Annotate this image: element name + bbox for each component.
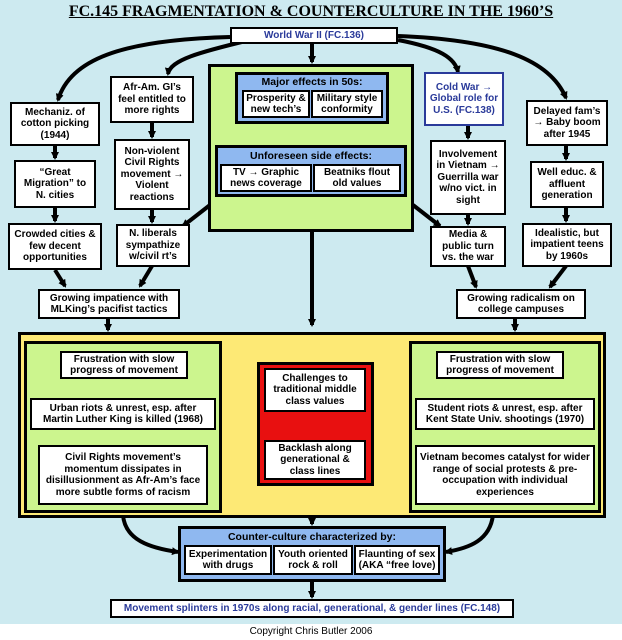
side-effects-header: Unforeseen side effects: bbox=[250, 150, 372, 162]
counter-culture-header: Counter-culture characterized by: bbox=[227, 531, 397, 543]
tv-news-box: TV → Graphic news coverage bbox=[220, 164, 312, 192]
backlash-box: Backlash along generational & class line… bbox=[264, 440, 366, 480]
non-violent-civil-rights-box: Non-violent Civil Rights movement → Viol… bbox=[114, 139, 190, 210]
major-effects-header: Major effects in 50s: bbox=[261, 76, 363, 88]
free-love-box: Flaunting of sex (AKA “free love) bbox=[354, 545, 440, 575]
civil-rights-dissipates-box: Civil Rights movement’s momentum dissipa… bbox=[38, 445, 208, 505]
world-war-ii-box: World War II (FC.136) bbox=[230, 27, 398, 44]
right-frustration-box: Frustration with slow progress of moveme… bbox=[436, 351, 564, 379]
student-riots-box: Student riots & unrest, esp. after Kent … bbox=[415, 398, 595, 430]
military-conformity-box: Military style conformity bbox=[311, 90, 383, 118]
urban-riots-box: Urban riots & unrest, esp. after Martin … bbox=[30, 398, 216, 430]
affluent-generation-box: Well educ. & affluent generation bbox=[530, 161, 604, 208]
vietnam-catalyst-box: Vietnam becomes catalyst for wider range… bbox=[415, 445, 595, 505]
left-frustration-box: Frustration with slow progress of moveme… bbox=[60, 351, 188, 379]
beatniks-box: Beatniks flout old values bbox=[313, 164, 401, 192]
cold-war-box: Cold War → Global role for U.S. (FC.138) bbox=[424, 72, 504, 126]
copyright-footer: Copyright Chris Butler 2006 bbox=[249, 626, 373, 637]
media-public-box: Media & public turn vs. the war bbox=[430, 226, 506, 267]
great-migration-box: “Great Migration” to N. cities bbox=[14, 160, 96, 208]
cotton-picking-box: Mechaniz. of cotton picking (1944) bbox=[10, 102, 100, 146]
growing-impatience-box: Growing impatience with MLKing’s pacifis… bbox=[38, 289, 180, 319]
northern-liberals-box: N. liberals sympathize w/civil rt’s bbox=[116, 224, 190, 267]
impatient-teens-box: Idealistic, but impatient teens by 1960s bbox=[522, 223, 612, 267]
rock-and-roll-box: Youth oriented rock & roll bbox=[273, 545, 353, 575]
movement-splinters-box: Movement splinters in 1970s along racial… bbox=[110, 599, 514, 618]
drugs-box: Experimentation with drugs bbox=[184, 545, 272, 575]
vietnam-involvement-box: Involvement in Vietnam → Guerrilla war w… bbox=[430, 140, 506, 215]
growing-radicalism-box: Growing radicalism on college campuses bbox=[456, 289, 586, 319]
challenges-box: Challenges to traditional middle class v… bbox=[264, 368, 366, 412]
baby-boom-box: Delayed fam’s → Baby boom after 1945 bbox=[526, 100, 608, 146]
crowded-cities-box: Crowded cities & few decent opportunitie… bbox=[8, 223, 102, 270]
prosperity-box: Prosperity & new tech’s bbox=[242, 90, 310, 118]
african-american-gis-box: Afr-Am. GI’s feel entitled to more right… bbox=[110, 76, 194, 123]
page-title: FC.145 FRAGMENTATION & COUNTERCULTURE IN… bbox=[68, 3, 554, 20]
